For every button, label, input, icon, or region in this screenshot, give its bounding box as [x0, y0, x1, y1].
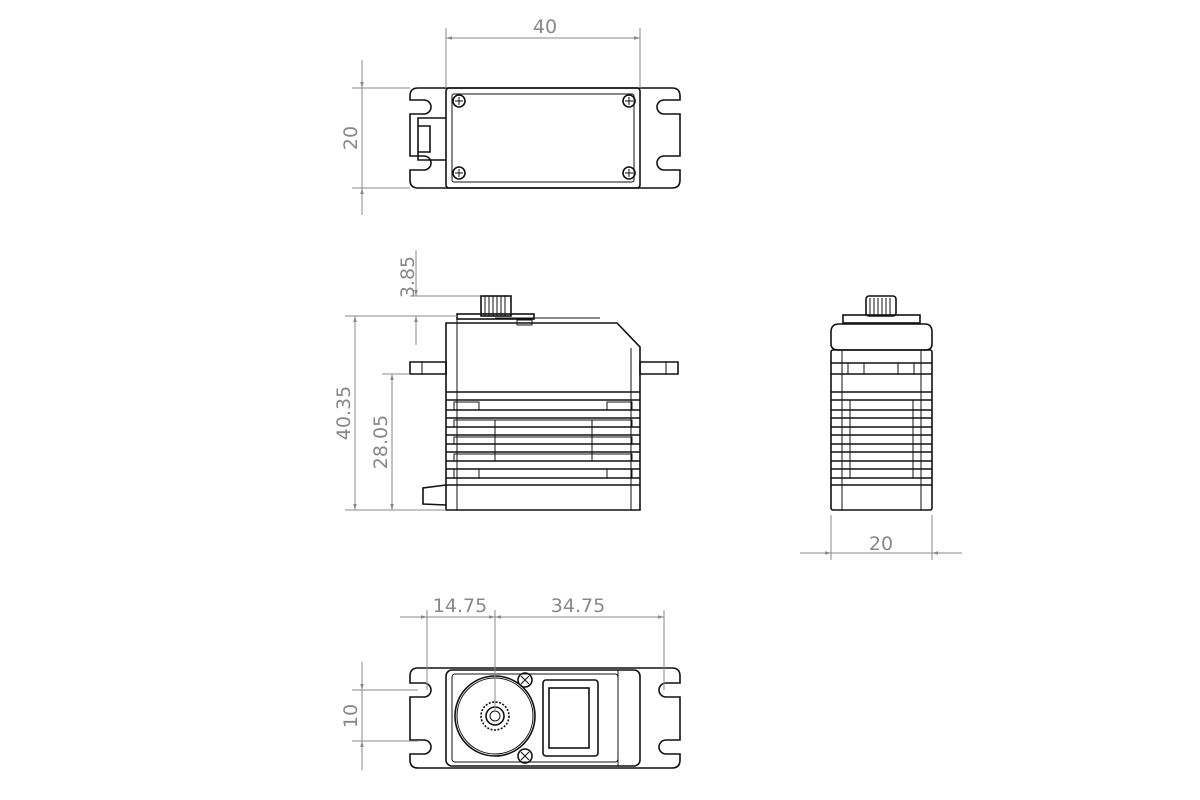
side-view: 20 — [800, 295, 962, 560]
dim-horn-height: 3.85 — [397, 256, 419, 298]
output-spline — [480, 295, 512, 317]
output-spline — [865, 295, 897, 317]
front-view: 3.85 40.35 28.05 — [333, 250, 679, 511]
dim-top-width: 40 — [533, 16, 557, 38]
dim-flange-height: 28.05 — [370, 415, 392, 469]
top-view: 40 20 — [340, 16, 681, 215]
dim-horn-offset: 14.75 — [433, 595, 487, 617]
cable-connector — [422, 484, 447, 506]
bottom-view: 14.75 34.75 10 — [340, 595, 681, 770]
dim-mount-offset: 34.75 — [551, 595, 605, 617]
screw-icon — [517, 672, 533, 764]
screw-icon — [452, 94, 636, 180]
dim-hole-spacing: 10 — [340, 704, 362, 728]
dim-total-height: 40.35 — [333, 386, 355, 440]
cooling-fins — [446, 391, 640, 486]
dim-side-width: 20 — [869, 533, 893, 555]
label-window — [542, 679, 599, 757]
dim-top-height: 20 — [340, 126, 362, 150]
